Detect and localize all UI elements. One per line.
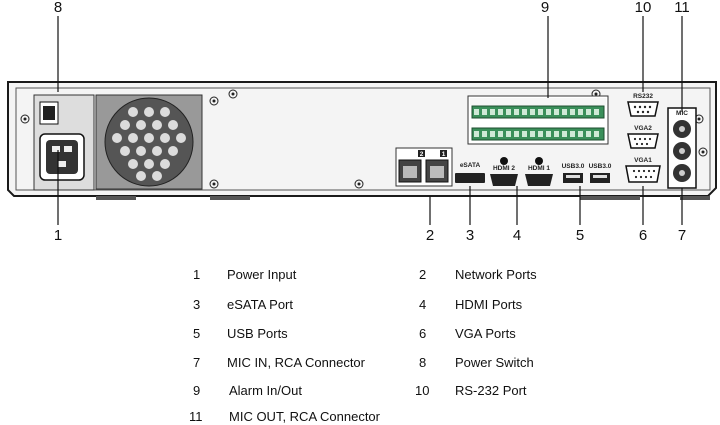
legend-desc: HDMI Ports xyxy=(455,297,523,312)
leader-lines xyxy=(57,16,683,225)
legend-desc: Network Ports xyxy=(455,267,537,282)
legend-num: 4 xyxy=(419,297,427,312)
legend-num: 10 xyxy=(415,383,430,398)
network-ports: 2 1 xyxy=(395,147,453,187)
vga2-label: VGA2 xyxy=(634,125,652,132)
legend-desc: USB Ports xyxy=(227,326,288,341)
screw xyxy=(228,89,238,99)
fan-grille xyxy=(95,94,203,190)
vga-ports: VGA2 VGA1 xyxy=(625,125,661,183)
callout-11: 11 xyxy=(674,0,690,16)
screw xyxy=(354,179,364,189)
hdmi1-label: HDMI 1 xyxy=(528,165,550,172)
esata-port: eSATA xyxy=(455,162,485,183)
screw xyxy=(209,179,219,189)
alarm-terminals xyxy=(467,95,609,145)
legend-desc: Power Input xyxy=(227,267,297,282)
legend-num: 8 xyxy=(419,355,427,370)
mic-rca-connectors: MIC xyxy=(667,107,697,189)
legend-num: 2 xyxy=(419,267,427,282)
legend-desc: MIC IN, RCA Connector xyxy=(227,355,365,370)
callout-9: 9 xyxy=(541,0,549,16)
callout-4: 4 xyxy=(513,227,521,244)
lan2-label: 2 xyxy=(420,151,424,158)
callout-6: 6 xyxy=(639,227,647,244)
mic-label: MIC xyxy=(676,110,688,117)
legend-desc: Alarm In/Out xyxy=(229,383,302,398)
legend-num: 11 xyxy=(189,409,203,424)
legend: 1 Power Input 2 Network Ports 3 eSATA Po… xyxy=(0,262,720,425)
callout-10: 10 xyxy=(635,0,652,16)
hdmi-ports: HDMI 2 HDMI 1 xyxy=(490,157,553,186)
legend-num: 3 xyxy=(193,297,201,312)
callout-8: 8 xyxy=(54,0,62,16)
vga1-label: VGA1 xyxy=(634,157,652,164)
usb-a-label: USB3.0 xyxy=(562,163,585,170)
callout-1: 1 xyxy=(54,227,62,244)
legend-desc: Power Switch xyxy=(455,355,534,370)
rs232-port: RS232 xyxy=(627,93,659,117)
screw xyxy=(698,147,708,157)
power-input-socket xyxy=(39,133,85,181)
esata-label: eSATA xyxy=(460,162,481,169)
screw xyxy=(20,114,30,124)
callout-2: 2 xyxy=(426,227,434,244)
callout-7: 7 xyxy=(678,227,686,244)
legend-desc: RS-232 Port xyxy=(455,383,527,398)
callout-3: 3 xyxy=(466,227,474,244)
callout-5: 5 xyxy=(576,227,584,244)
legend-num: 1 xyxy=(193,267,201,282)
lan1-label: 1 xyxy=(442,151,446,158)
legend-num: 7 xyxy=(193,355,201,370)
usb-b-label: USB3.0 xyxy=(589,163,612,170)
screw xyxy=(209,96,219,106)
legend-num: 6 xyxy=(419,326,427,341)
legend-desc: MIC OUT, RCA Connector xyxy=(229,409,380,424)
legend-desc: eSATA Port xyxy=(227,297,293,312)
rs232-label: RS232 xyxy=(633,93,653,100)
legend-desc: VGA Ports xyxy=(455,326,516,341)
usb-ports: USB3.0 USB3.0 xyxy=(562,163,612,183)
legend-num: 9 xyxy=(193,383,201,398)
legend-num: 5 xyxy=(193,326,201,341)
hdmi2-label: HDMI 2 xyxy=(493,165,515,172)
